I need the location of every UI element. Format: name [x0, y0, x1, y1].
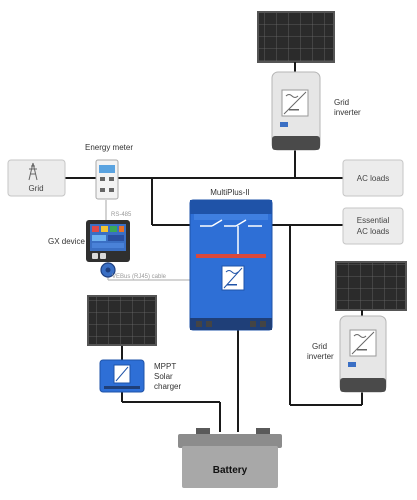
solar-panel-left: [87, 295, 157, 346]
grid-inverter-top-label-2: inverter: [334, 108, 361, 117]
mppt-label-2: Solar: [154, 372, 173, 381]
grid-inverter-top-label-1: Grid: [334, 98, 349, 107]
solar-panel-top: [257, 11, 335, 63]
essential-loads-box: Essential AC loads: [342, 207, 404, 245]
mppt-label-3: charger: [154, 382, 181, 391]
energy-meter: Energy meter: [85, 143, 133, 200]
ac-loads-label: AC loads: [357, 174, 389, 183]
ac-loads-box: AC loads: [342, 159, 404, 197]
rs485-label: RS-485: [111, 212, 132, 218]
mppt-charger: MPPT Solar charger: [99, 359, 181, 393]
battery: Battery: [178, 428, 282, 488]
battery-label: Battery: [213, 465, 248, 476]
wires: [65, 150, 363, 432]
grid-inverter-bottom-label-1: Grid: [312, 342, 327, 351]
grid-label: Grid: [28, 184, 43, 193]
grid-inverter-bottom: Grid inverter: [307, 310, 387, 393]
mppt-label-1: MPPT: [154, 362, 176, 371]
multiplus-label: MultiPlus-II: [210, 188, 250, 197]
gx-device-label: GX device: [48, 237, 85, 246]
essential-loads-label-1: Essential: [357, 216, 390, 225]
multiplus-inverter: MultiPlus-II: [189, 188, 273, 331]
pylon-icon: [28, 162, 38, 181]
grid-inverter-top: Grid inverter: [271, 62, 361, 151]
energy-meter-label: Energy meter: [85, 143, 133, 152]
vebus-cable-label: VEBus (RJ45) cable: [112, 274, 167, 280]
gx-device: GX device: [48, 220, 130, 278]
solar-panel-right: [335, 261, 407, 311]
essential-loads-label-2: AC loads: [357, 227, 389, 236]
grid-inverter-bottom-label-2: inverter: [307, 352, 334, 361]
grid-box: Grid: [7, 159, 66, 197]
